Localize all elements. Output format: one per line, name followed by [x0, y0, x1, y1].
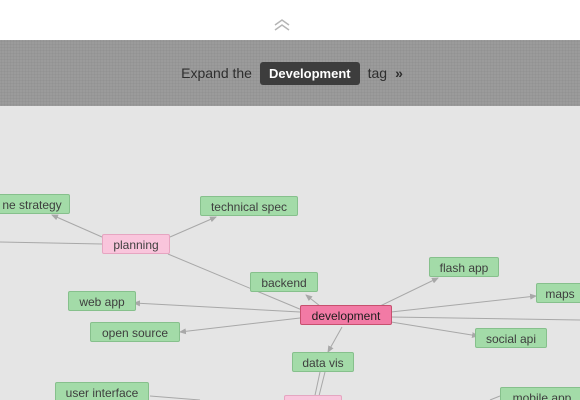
current-tag-pill[interactable]: Development	[259, 61, 360, 85]
edge-mobileapp-in	[489, 395, 501, 400]
edge-development-webapp	[133, 300, 301, 313]
node-mobile-app[interactable]: mobile app	[500, 387, 580, 400]
node-open-source[interactable]: open source	[90, 322, 180, 342]
edge-development-datavis	[327, 326, 343, 353]
graph-edges	[0, 214, 580, 400]
edge-planning-development	[167, 253, 303, 311]
node-development[interactable]: development	[300, 305, 392, 325]
node-backend[interactable]: backend	[250, 272, 318, 292]
expand-tag-banner: Expand the Development tag »	[0, 40, 580, 106]
node-strategy[interactable]: ne strategy	[0, 194, 70, 214]
node-data-vis[interactable]: data vis	[292, 352, 354, 372]
collapse-chevron-up-icon[interactable]	[272, 18, 292, 32]
tag-graph-canvas[interactable]: ne strategy technical spec planning back…	[0, 106, 580, 400]
node-social-api[interactable]: social api	[475, 328, 547, 348]
node-flash-app[interactable]: flash app	[429, 257, 499, 277]
top-strip	[0, 0, 580, 40]
node-web-app[interactable]: web app	[68, 291, 136, 311]
node-user-interface[interactable]: user interface	[55, 382, 149, 400]
edge-planning-strategy	[51, 214, 103, 238]
node-technical-spec[interactable]: technical spec	[200, 196, 298, 216]
node-planning[interactable]: planning	[102, 234, 170, 254]
edge-development-maps	[390, 293, 537, 313]
expand-arrow-icon[interactable]: »	[395, 65, 403, 81]
banner-prefix: Expand the	[181, 65, 252, 81]
edge-userinterface-down	[149, 395, 201, 400]
edge-planning-offscreen	[0, 241, 103, 245]
edge-planning-techspec	[169, 216, 217, 238]
banner-suffix: tag	[367, 65, 388, 81]
edge-development-socialapi	[390, 321, 479, 339]
node-maps[interactable]: maps	[536, 283, 580, 303]
edge-development-flashapp	[379, 277, 439, 307]
edge-development-opensource	[179, 317, 301, 335]
node-partial-pink[interactable]	[284, 395, 342, 400]
edge-development-offscreen	[390, 316, 580, 321]
edge-development-backend	[305, 294, 321, 307]
